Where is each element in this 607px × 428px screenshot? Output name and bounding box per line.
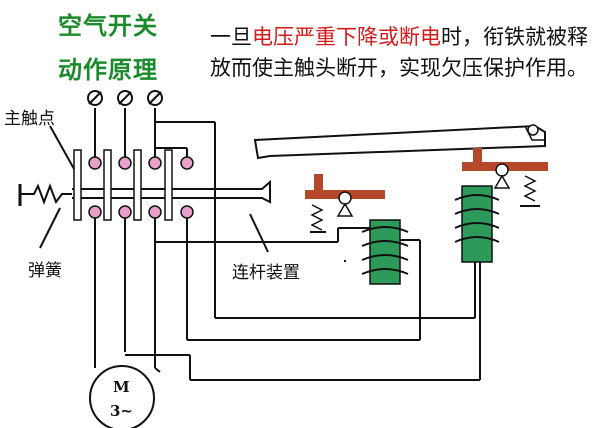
linkage-bar [72,179,271,204]
description-highlight: 电压严重下降或断电 [252,25,441,49]
description-text: 一旦电压严重下降或断电时，衔铁就被释放而使主触头断开，实现欠压保护作用。 [210,22,595,84]
contact-blades [73,149,173,221]
description-part-1: 一旦 [210,25,252,49]
title-line-2: 动作原理 [58,56,158,84]
control-wires [94,121,481,381]
right-coil [454,185,500,263]
left-armature [305,174,385,233]
label-main-contact: 主触点 [4,109,55,129]
main-contacts [88,156,194,219]
phase-lines [94,108,188,350]
motor-circle [89,365,155,428]
label-linkage: 连杆装置 [232,263,300,283]
left-spring [20,183,72,205]
label-spring: 弹簧 [28,261,62,281]
motor-phase: 3~ [110,402,134,420]
right-armature [462,124,548,207]
motor-letter: M [113,378,130,396]
armature-lever [253,124,546,160]
left-coil [361,219,409,285]
leader-linkage [249,213,269,253]
title-line-1: 空气开关 [58,12,158,40]
description-part-2: 时，衔铁就被释放而使主触头断开，实现欠压保护作用。 [210,25,588,80]
leader-spring [39,207,61,249]
